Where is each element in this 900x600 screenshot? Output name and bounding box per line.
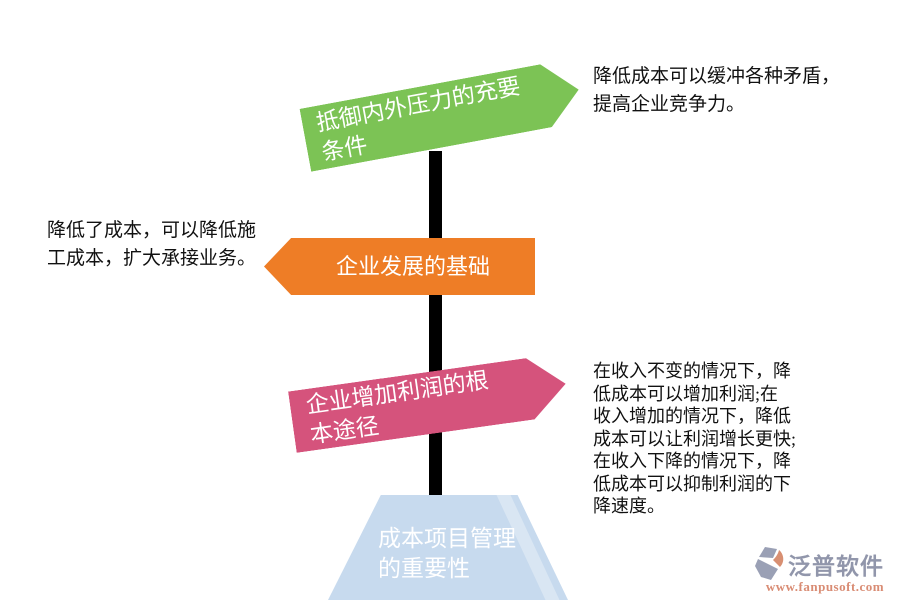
- signpost-pole: [429, 151, 442, 497]
- brand-url: www.fanpusoft.com: [765, 579, 885, 594]
- base-importance-label: 成本项目管理 的重要性: [378, 525, 516, 581]
- note-reduce-construction-cost: 降低了成本，可以降低施 工成本，扩大承接业务。: [47, 220, 257, 269]
- fanpu-watermark: 泛普软件 www.fanpusoft.com: [752, 546, 898, 595]
- note-profit-scenarios: 在收入不变的情况下，降 低成本可以增加利润;在 收入增加的情况下，降低 成本可以…: [593, 361, 796, 516]
- watermark-brand-row: 泛普软件: [752, 546, 898, 582]
- banner-development-base: 企业发展的基础: [264, 238, 535, 295]
- banner-development-base-label: 企业发展的基础: [335, 254, 490, 279]
- base-importance-trapezoid: 成本项目管理 的重要性: [328, 495, 568, 600]
- banner-resist-pressure-label: 抵御内外压力的充要 条件: [313, 72, 523, 166]
- note-buffer-contradictions: 降低成本可以缓冲各种矛盾， 提高企业竞争力。: [593, 66, 841, 115]
- fanpu-logo-icon: [755, 547, 784, 580]
- brand-name: 泛普软件: [788, 553, 884, 579]
- banner-resist-pressure: 抵御内外压力的充要 条件: [299, 58, 584, 172]
